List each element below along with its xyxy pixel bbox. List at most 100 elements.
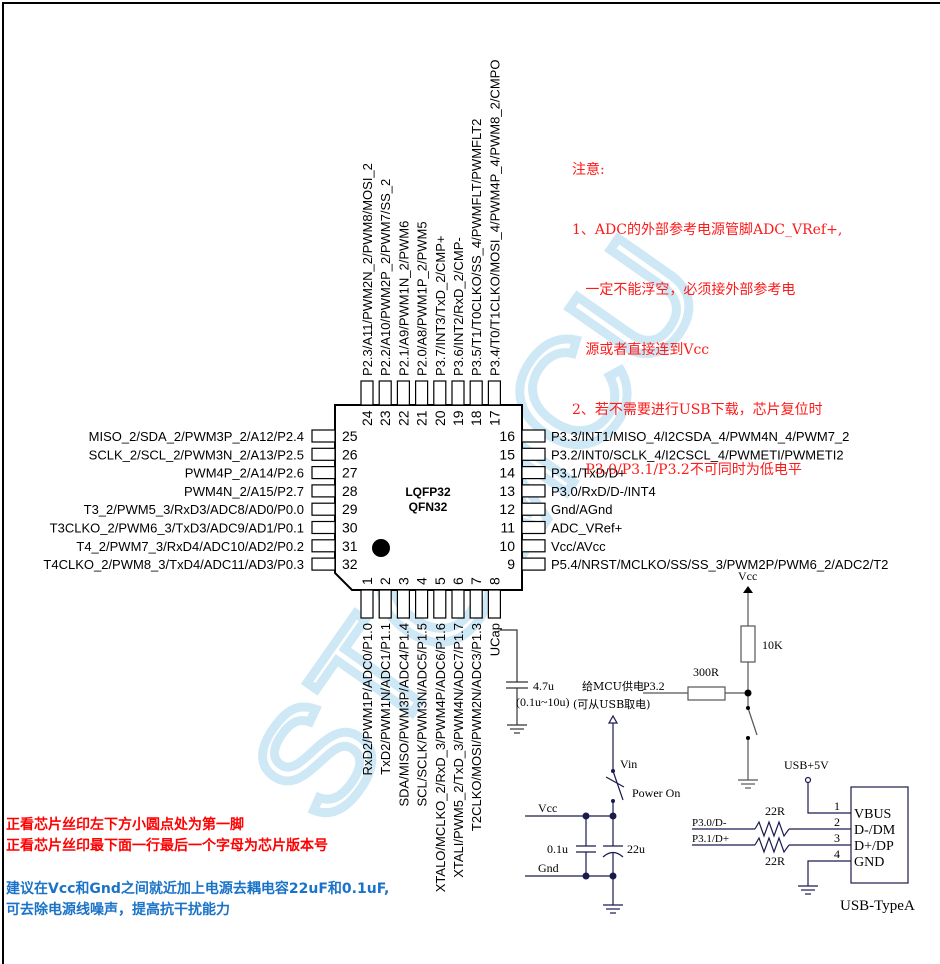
pin-number: 3 bbox=[395, 577, 411, 585]
pin-label: P3.4/T0/T1CLKO/MOSI_4/PWM4P_4/PWM8_2/CMP… bbox=[487, 60, 502, 376]
notes-line-2: 一定不能浮空，必须接外部参考电 bbox=[572, 282, 796, 298]
usb-5v-label: USB+5V bbox=[784, 758, 829, 772]
left-pins: 25MISO_2/SDA_2/PWM3P_2/A12/P2.426SCLK_2/… bbox=[43, 428, 357, 572]
usb-connector-label: USB-TypeA bbox=[840, 898, 915, 914]
pin-label: T4CLKO_2/PWM8_3/TxD4/ADC11/AD3/P0.3 bbox=[43, 557, 304, 572]
vcc-rail-label: Vcc bbox=[538, 801, 557, 815]
pin-label: P2.2/A10/PWM2P_2/PWM7/SS_2 bbox=[378, 179, 393, 376]
pin-pad bbox=[311, 502, 336, 516]
pin-number: 14 bbox=[499, 465, 515, 481]
switch-dot bbox=[611, 799, 615, 803]
pin-pad bbox=[396, 380, 410, 406]
pin-pad bbox=[451, 589, 465, 619]
pin-label: P3.1/TxD/D+ bbox=[551, 466, 626, 481]
pin-number: 21 bbox=[414, 410, 430, 426]
junction-dot bbox=[609, 812, 617, 820]
pin-pad bbox=[378, 380, 392, 406]
junction-dot bbox=[582, 812, 590, 820]
pin1-dot bbox=[372, 539, 390, 557]
pin-label: ADC_VRef+ bbox=[551, 521, 622, 536]
usb-pin-number: 2 bbox=[834, 815, 840, 829]
pin-pad bbox=[311, 484, 336, 498]
pin-label: T4_2/PWM7_3/RxD4/ADC10/AD2/P0.2 bbox=[76, 539, 304, 554]
pin-label: Vcc/AVcc bbox=[551, 539, 606, 554]
pin-number: 32 bbox=[342, 556, 358, 572]
pin-number: 27 bbox=[342, 465, 358, 481]
pin-number: 8 bbox=[486, 577, 502, 585]
version-note: 正看芯片丝印最下面一行最后一个字母为芯片版本号 bbox=[6, 838, 328, 854]
switch-contact bbox=[746, 706, 750, 710]
pin-pad bbox=[311, 539, 336, 553]
pin-pad bbox=[521, 466, 546, 480]
pin-pad bbox=[311, 520, 336, 535]
pin-label: P3.7/INT3/TxD_2/CMP+ bbox=[433, 235, 448, 376]
power-note-2: (可从USB取电) bbox=[573, 698, 650, 711]
pin-number: 16 bbox=[499, 428, 515, 444]
pin-label: T2CLKO/MOSI/PWM2N/ADC3/P1.3 bbox=[469, 623, 484, 831]
pin-pad bbox=[521, 429, 546, 443]
pin-pad bbox=[469, 589, 483, 619]
pin-number: 24 bbox=[359, 410, 375, 426]
pin-label: MISO_2/SDA_2/PWM3P_2/A12/P2.4 bbox=[89, 429, 304, 444]
usb-r2-label: 22R bbox=[765, 854, 785, 868]
p32-net-label: P3.2 bbox=[643, 679, 665, 693]
pin-right: 14 P3.1/TxD/D+ bbox=[499, 465, 625, 481]
pin-pad bbox=[396, 589, 410, 619]
pin-label: P3.5/T1/T0CLKO/SS_4/PWMFLT/PWMFLT2 bbox=[469, 119, 484, 376]
pin-label: P2.3/A11/PWM2N_2/PWM8/MOSI_2 bbox=[360, 163, 375, 376]
pin-pad bbox=[521, 539, 546, 553]
pin-pad bbox=[360, 380, 374, 406]
usb-dp-net: P3.1/D+ bbox=[692, 833, 729, 845]
pin-pad bbox=[521, 447, 546, 461]
pin-number: 12 bbox=[499, 501, 515, 517]
cap-large-label: 22u bbox=[627, 842, 645, 856]
usb-pin: 2D-/DM bbox=[834, 815, 896, 838]
pin-label: SCL/SCLK/PWM3N/ADC5/P1.5 bbox=[415, 623, 430, 807]
pin-label: XTALO/MCLKO_2/RxD_3/PWM4P/ADC6/P1.6 bbox=[433, 623, 448, 892]
pin-number: 30 bbox=[342, 520, 358, 536]
pin-number: 5 bbox=[432, 577, 448, 585]
pin-pad bbox=[521, 520, 546, 535]
pin-number: 23 bbox=[377, 410, 393, 426]
pin-pad bbox=[415, 380, 429, 406]
usb-pin-number: 3 bbox=[834, 831, 840, 845]
pin-number: 19 bbox=[450, 410, 466, 426]
pin-pad bbox=[433, 380, 447, 406]
pin-pad bbox=[433, 589, 447, 619]
junction-dot bbox=[609, 872, 617, 880]
pin-left: 32 T4CLKO_2/PWM8_3/TxD4/ADC11/AD3/P0.3 bbox=[43, 556, 357, 572]
notes-line-5: P3.0/P3.1/P3.2不可同时为低电平 bbox=[572, 462, 802, 478]
notes-line-4: 2、若不需要进行USB下载，芯片复位时 bbox=[572, 402, 823, 418]
notes-line-3: 源或者直接连到Vcc bbox=[572, 342, 710, 358]
pin-label: P3.6/INT2/RxD_2/CMP- bbox=[451, 237, 466, 376]
pin-label: P3.0/RxD/D-/INT4 bbox=[551, 484, 656, 499]
pin-pad bbox=[378, 589, 392, 619]
usb-pin-name: GND bbox=[854, 855, 884, 870]
pin-label: P3.2/INT0/SCLK_4/I2CSCL_4/PWMETI/PWMETI2 bbox=[551, 447, 844, 462]
pin-pad bbox=[311, 557, 336, 571]
usb-r1-label: 22R bbox=[765, 804, 785, 818]
vin-label: Vin bbox=[620, 757, 637, 771]
usb-pin-name: VBUS bbox=[854, 807, 891, 822]
pin-number: 26 bbox=[342, 446, 358, 462]
junction-dot bbox=[744, 689, 752, 697]
pin-label: T3_2/PWM5_3/RxD3/ADC8/AD0/P0.0 bbox=[84, 502, 304, 517]
package-name: LQFP32 bbox=[405, 485, 451, 499]
